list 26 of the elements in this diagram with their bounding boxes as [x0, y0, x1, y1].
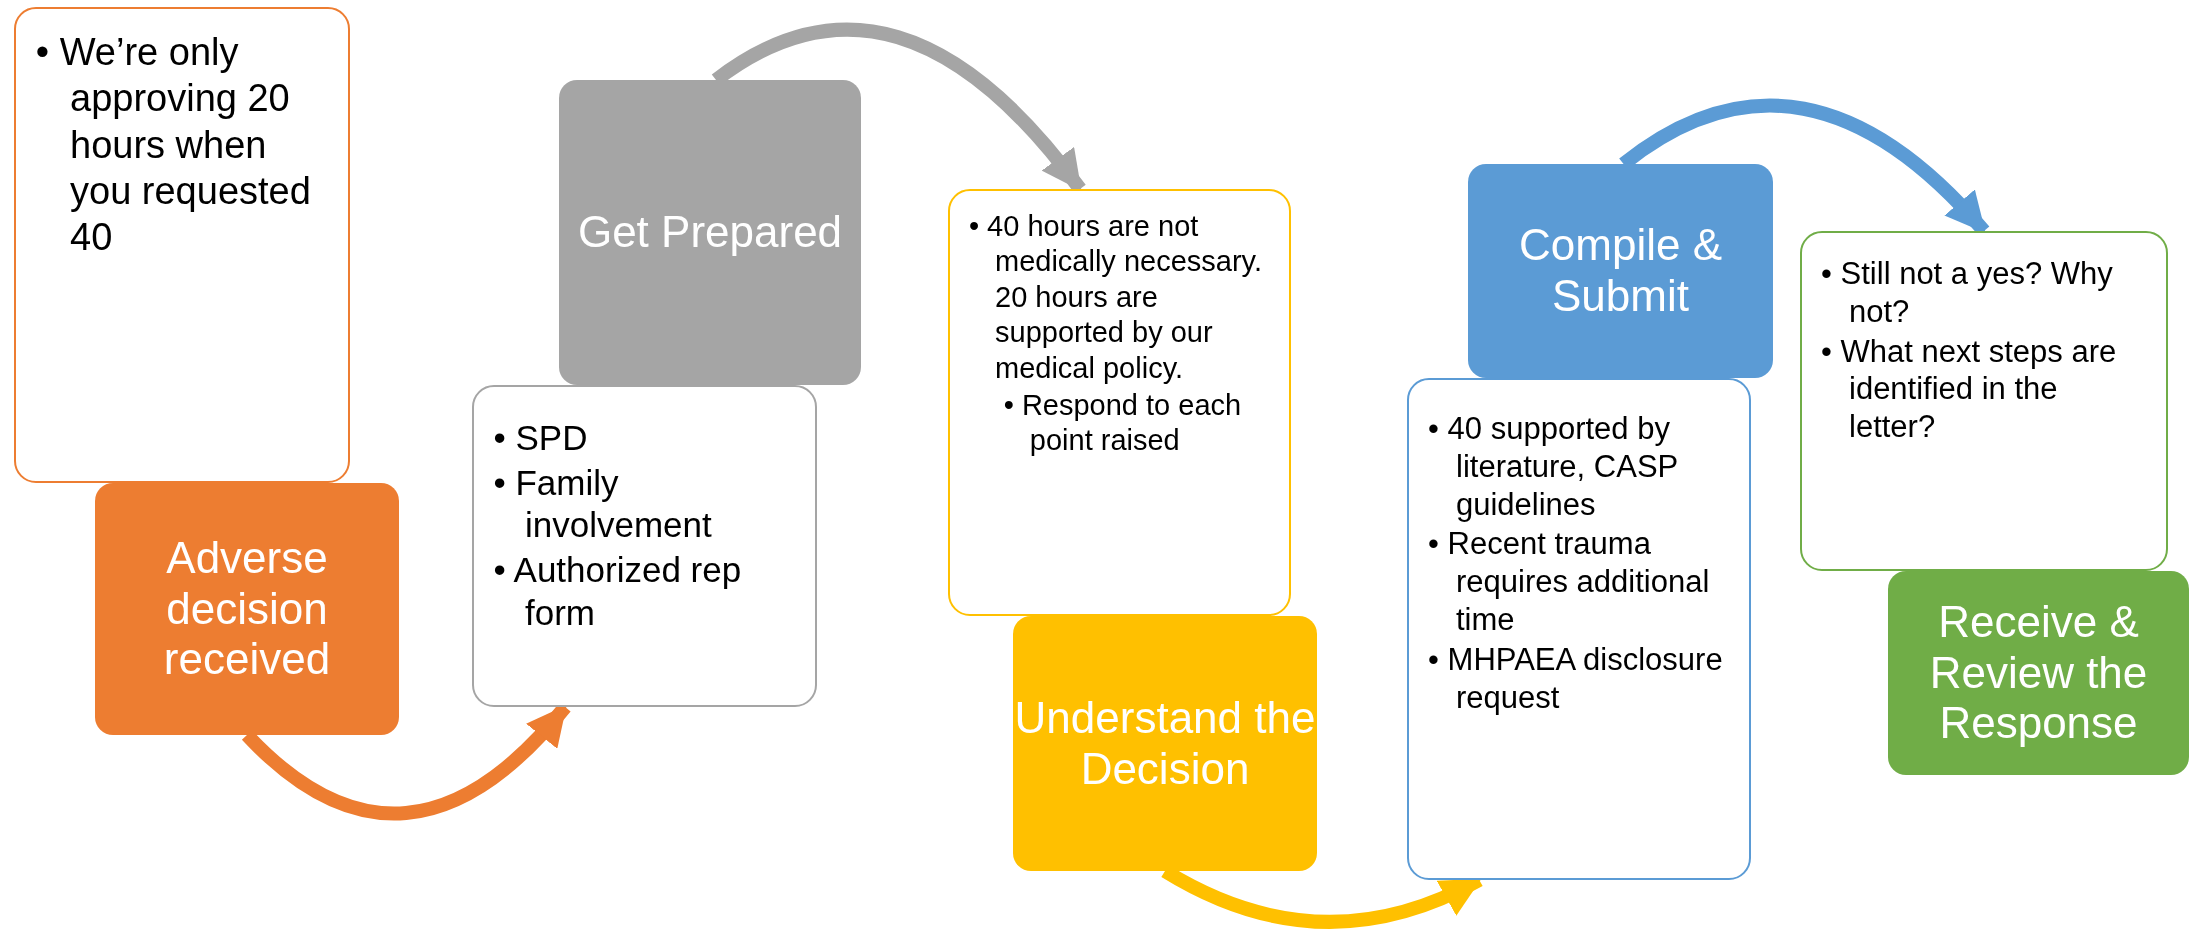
bullet-text: • Authorized rep form [492, 549, 743, 634]
bullet-text: • 40 supported by literature, CASP guidelines [1427, 410, 1679, 524]
step-title: Receive & Review the Response [1928, 597, 2149, 749]
step-box [1468, 164, 1773, 378]
bullet-text: • MHPAEA disclosure request [1427, 640, 1724, 717]
text-card [1800, 231, 2168, 571]
step-title: Get Prepared [577, 207, 843, 258]
step-box [95, 483, 399, 735]
text-card [14, 7, 350, 483]
bullet-text: • Respond to each point raised [1002, 387, 1243, 459]
bullet-text: • Still not a yes? Why not? [1820, 255, 2114, 331]
text-card [948, 189, 1291, 616]
bullet-text: • Family involvement [492, 461, 713, 547]
bullet-text: • 40 hours are not medically necessary. 20 hours are supported by our medical policy. [967, 209, 1263, 386]
text-card [1407, 378, 1751, 880]
bullet-text: • Recent trauma requires additional time [1427, 525, 1711, 639]
step-box [1888, 571, 2189, 775]
step-title: Understand the Decision [1013, 692, 1317, 795]
bullet-text: • What next steps are identified in the letter? [1820, 332, 2118, 447]
bullet-text: • We’re only approving 20 hours when you requested 40 [34, 30, 312, 261]
step-title: Adverse decision received [162, 533, 332, 685]
step-box [559, 80, 861, 385]
text-card [472, 385, 817, 707]
step-title: Compile & Submit [1518, 220, 1723, 322]
bullet-text: • SPD [492, 417, 589, 459]
step-box [1013, 616, 1317, 871]
